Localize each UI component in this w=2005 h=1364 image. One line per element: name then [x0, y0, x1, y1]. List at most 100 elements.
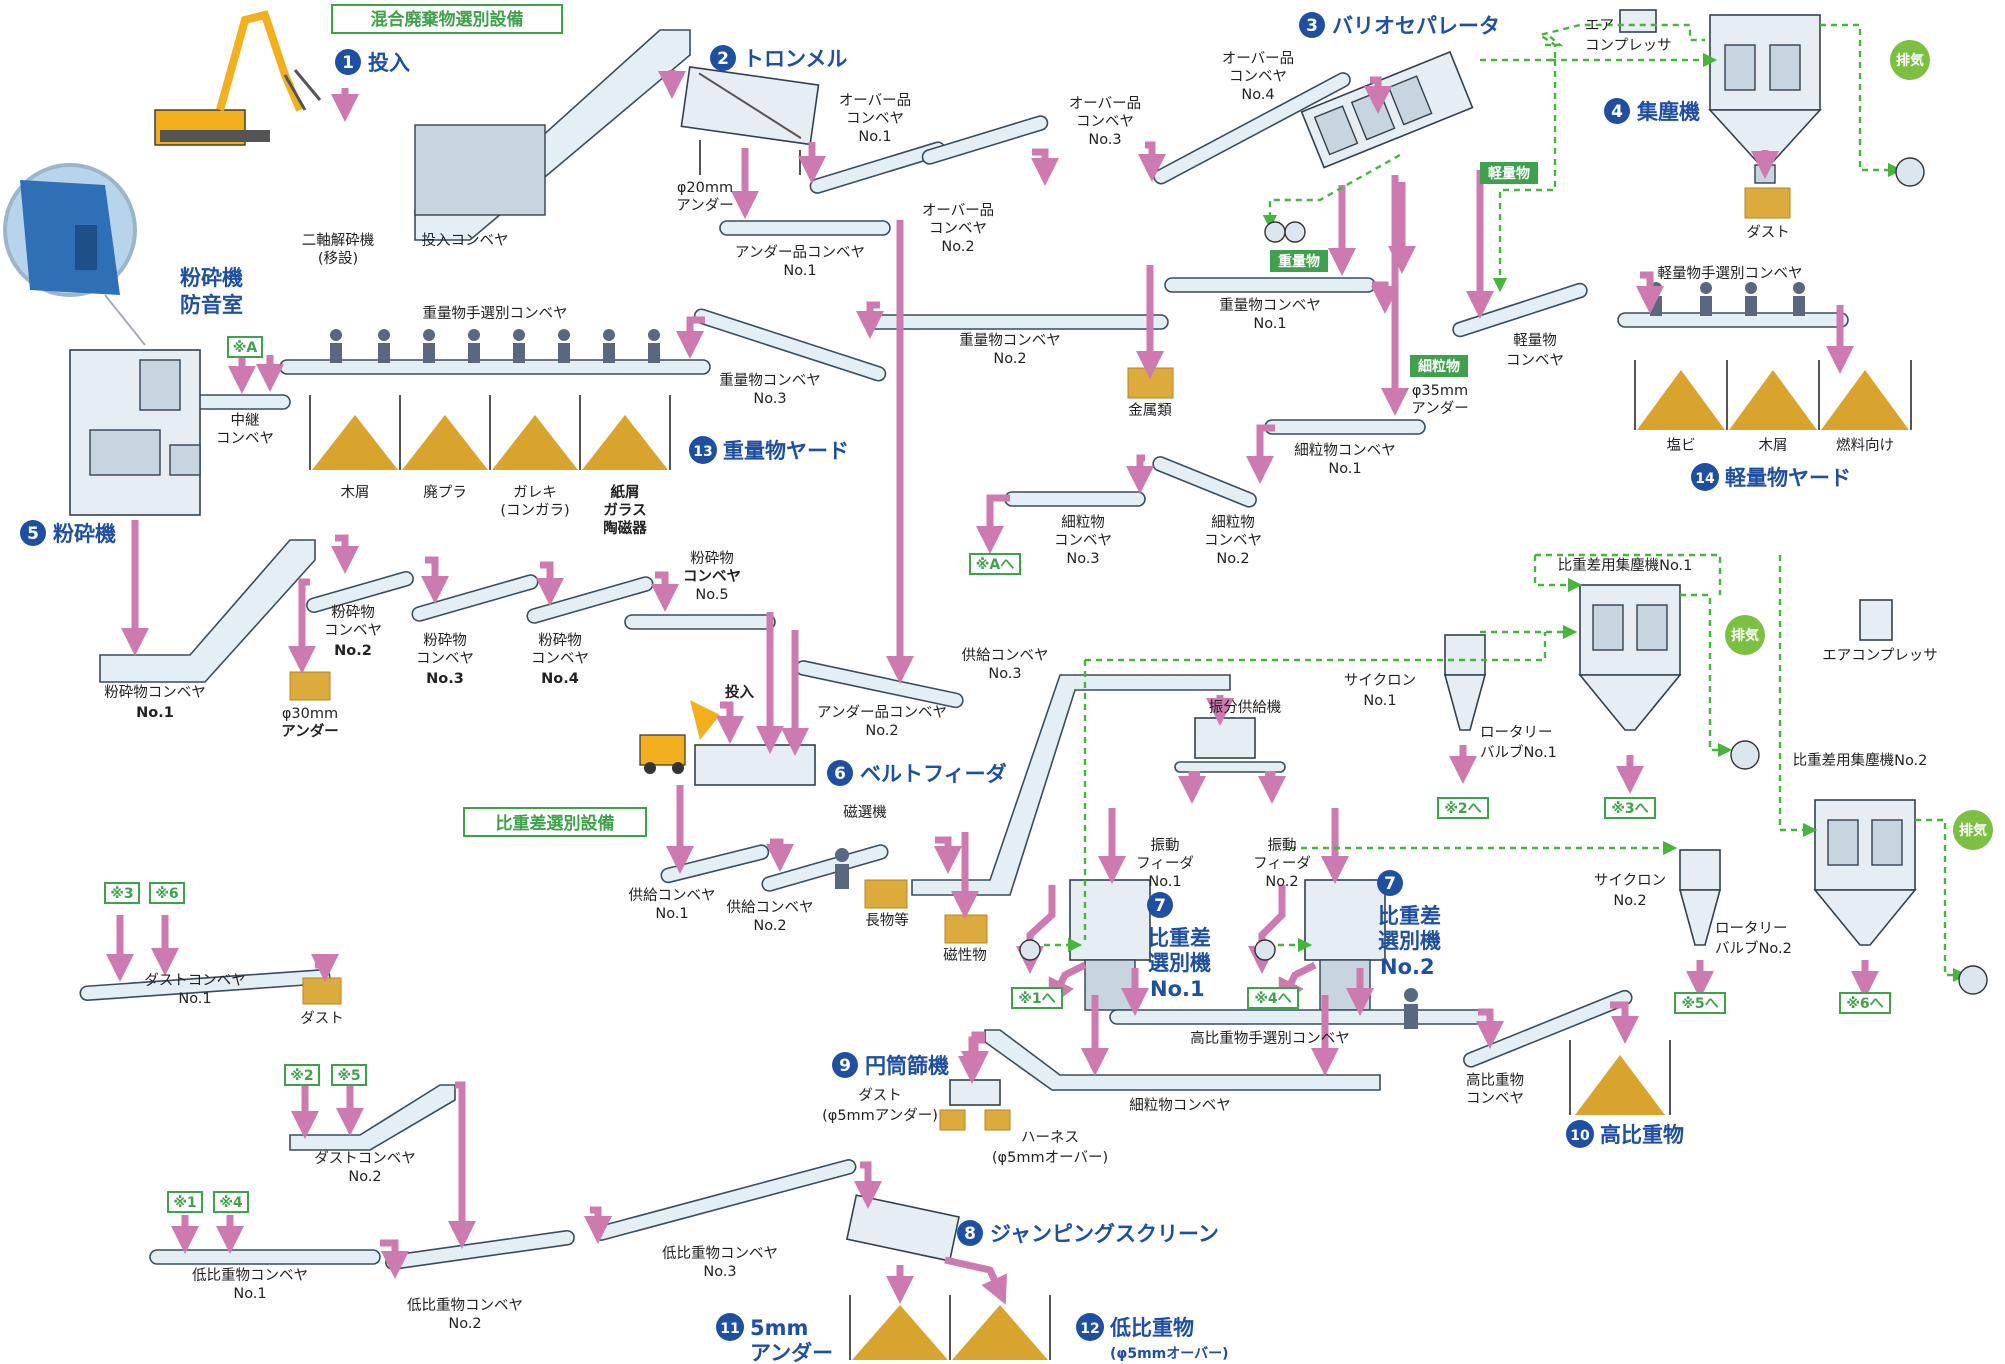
phi30-box	[289, 671, 331, 701]
ref6-to: ※6へ	[1846, 996, 1883, 1012]
svg-text:φ30mm: φ30mm	[282, 706, 338, 722]
section-specific-gravity-label: 比重差選別設備	[496, 813, 615, 834]
ref5-to: ※5へ	[1681, 996, 1718, 1012]
svg-text:選別機: 選別機	[1378, 929, 1441, 953]
svg-text:No.2: No.2	[348, 1169, 381, 1185]
svg-text:比重差用集塵機No.1: 比重差用集塵機No.1	[1558, 556, 1693, 574]
svg-text:アンダー: アンダー	[1411, 400, 1468, 417]
dust-collector-no1	[1578, 584, 1682, 731]
tonyu-hopper-body	[414, 124, 546, 216]
svg-text:コンプレッサ: コンプレッサ	[1585, 37, 1672, 54]
ref4-to: ※4へ	[1254, 991, 1291, 1007]
svg-text:エアコンプレッサ: エアコンプレッサ	[1822, 647, 1938, 664]
heavy-yard	[309, 395, 671, 470]
under-low-yard	[849, 1295, 1051, 1360]
svg-text:φ20mm: φ20mm	[677, 180, 733, 196]
fine-conveyor-no3	[1004, 491, 1146, 507]
svg-text:細粒物: 細粒物	[1061, 514, 1105, 531]
svg-text:バルブNo.1: バルブNo.1	[1480, 743, 1557, 761]
svg-text:7: 7	[1154, 896, 1166, 916]
svg-text:No.3: No.3	[426, 671, 464, 687]
svg-text:No.2: No.2	[448, 1316, 481, 1332]
svg-text:供給コンベヤ: 供給コンベヤ	[962, 647, 1049, 664]
svg-text:No.1: No.1	[1148, 874, 1181, 890]
svg-text:ハーネス: ハーネス	[1021, 1129, 1079, 1146]
svg-text:No.2: No.2	[941, 239, 974, 255]
svg-text:(移設): (移設)	[318, 250, 358, 267]
svg-text:ロータリー: ロータリー	[1480, 724, 1553, 741]
svg-text:円筒篩機: 円筒篩機	[865, 1054, 949, 1078]
svg-text:1: 1	[342, 53, 354, 73]
exhaust-icon: 排気	[1890, 40, 1930, 80]
svg-text:5mm: 5mm	[750, 1316, 808, 1340]
svg-text:(φ5mmオーバー): (φ5mmオーバー)	[1110, 1346, 1229, 1362]
exhaust-icon: 排気	[1953, 810, 1993, 850]
forklift-image	[639, 700, 720, 774]
heavy-conveyor-no2	[867, 314, 1169, 330]
air-compressor-top	[1619, 9, 1657, 33]
svg-text:二軸解砕機: 二軸解砕機	[302, 232, 375, 249]
section-specific-gravity: 比重差選別設備	[463, 807, 647, 837]
svg-text:ロータリー: ロータリー	[1715, 920, 1788, 937]
svg-text:No.1: No.1	[858, 129, 891, 145]
svg-text:トロンメル: トロンメル	[743, 47, 847, 71]
svg-text:4: 4	[1611, 102, 1623, 122]
svg-text:No.3: No.3	[753, 391, 786, 407]
svg-text:ダスト: ダスト	[858, 1087, 902, 1104]
svg-text:サイクロン: サイクロン	[1344, 672, 1416, 689]
svg-text:コンベヤ: コンベヤ	[929, 221, 987, 237]
svg-text:No.4: No.4	[1241, 87, 1274, 103]
svg-text:粉砕機: 粉砕機	[180, 266, 243, 290]
svg-text:No.3: No.3	[1088, 132, 1121, 148]
ref-a: ※A	[233, 340, 258, 356]
high-gravity-yard	[1569, 1040, 1671, 1115]
svg-text:比重差用集塵機No.2: 比重差用集塵機No.2	[1793, 751, 1928, 769]
svg-text:粉砕物: 粉砕物	[423, 632, 467, 649]
svg-text:低比重物コンベヤ: 低比重物コンベヤ	[192, 1267, 308, 1284]
svg-text:高比重物: 高比重物	[1466, 1072, 1524, 1089]
svg-text:コンベヤ: コンベヤ	[416, 651, 474, 667]
low-gravity-conveyor-no1	[149, 1249, 381, 1265]
ref2: ※2	[290, 1068, 313, 1084]
svg-text:比重差: 比重差	[1148, 926, 1211, 950]
section-mixed-waste-label: 混合廃棄物選別設備	[371, 9, 524, 30]
svg-text:長物等: 長物等	[865, 911, 909, 929]
svg-text:粉砕物コンベヤ: 粉砕物コンベヤ	[104, 684, 206, 701]
ref2-to: ※2へ	[1444, 801, 1481, 817]
svg-text:No.4: No.4	[541, 671, 579, 687]
under-conveyor-no2	[795, 660, 964, 709]
room-title: 粉砕機 防音室	[180, 266, 243, 317]
svg-text:比重差: 比重差	[1378, 904, 1441, 928]
svg-text:重量物コンベヤ: 重量物コンベヤ	[1219, 297, 1321, 314]
svg-text:供給コンベヤ: 供給コンベヤ	[727, 899, 814, 916]
air-compressor-right	[1859, 599, 1893, 641]
over-conveyor-no2	[921, 115, 1049, 165]
crusher-machine	[69, 349, 201, 516]
svg-text:サイクロン: サイクロン	[1594, 872, 1666, 889]
svg-text:粉砕物: 粉砕物	[690, 550, 734, 567]
svg-text:No.1: No.1	[1328, 461, 1361, 477]
svg-text:木屑: 木屑	[341, 484, 370, 501]
svg-text:排気: 排気	[1731, 627, 1759, 644]
svg-text:細粒物コンベヤ: 細粒物コンベヤ	[1129, 1097, 1231, 1114]
svg-text:(φ5mmオーバー): (φ5mmオーバー)	[992, 1150, 1108, 1166]
svg-text:No.3: No.3	[1066, 551, 1099, 567]
tag-fine: 細粒物	[1418, 358, 1460, 375]
cylindrical-sieve-machine	[949, 1079, 1001, 1106]
svg-text:軽量物手選別コンベヤ: 軽量物手選別コンベヤ	[1658, 265, 1803, 282]
svg-text:9: 9	[839, 1056, 851, 1076]
svg-text:紙屑: 紙屑	[611, 483, 640, 501]
svg-text:14: 14	[1695, 471, 1715, 487]
svg-text:コンベヤ: コンベヤ	[1204, 533, 1262, 549]
svg-text:粉砕物: 粉砕物	[331, 604, 375, 621]
svg-text:コンベヤ: コンベヤ	[846, 111, 904, 127]
crushed-conveyor-no5	[624, 614, 776, 630]
svg-text:ガラス: ガラス	[603, 502, 646, 519]
belt-feeder-machine	[694, 744, 816, 786]
svg-text:高比重物手選別コンベヤ: 高比重物手選別コンベヤ	[1190, 1030, 1350, 1047]
svg-text:供給コンベヤ: 供給コンベヤ	[629, 887, 716, 904]
